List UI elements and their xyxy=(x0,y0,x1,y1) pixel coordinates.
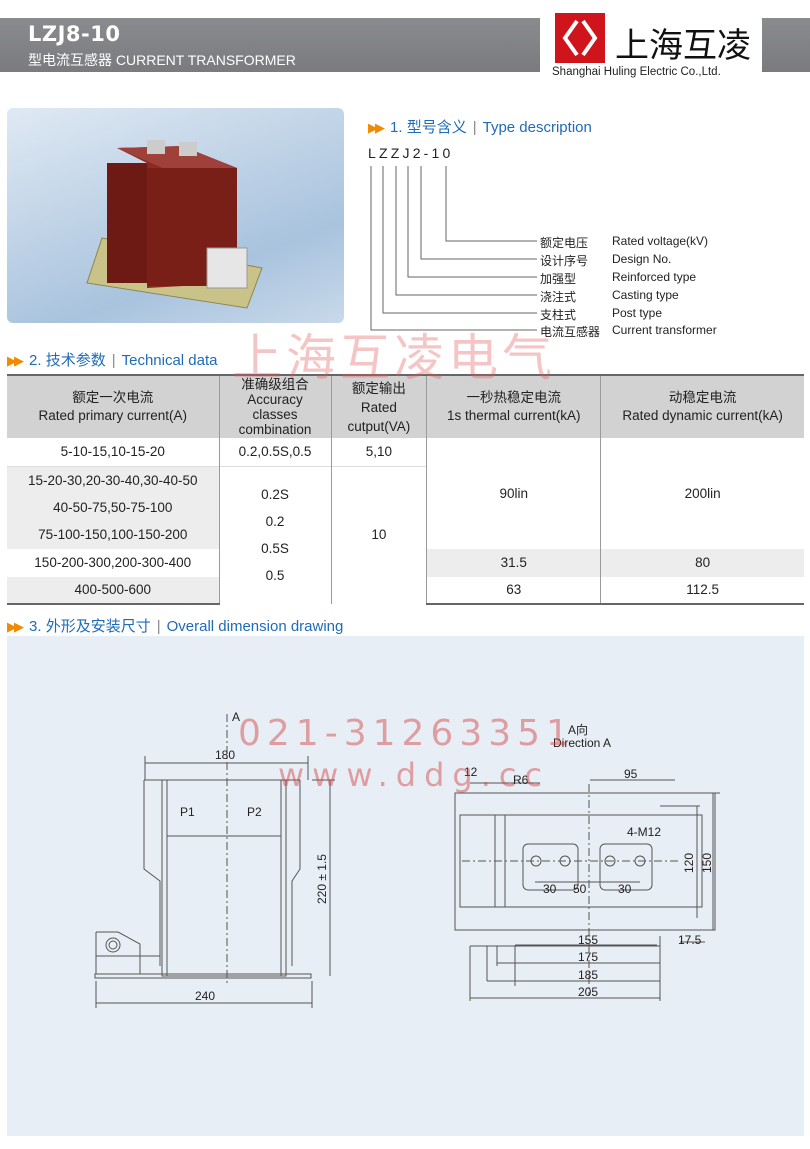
type-item-cn: 额定电压 xyxy=(540,236,589,250)
dim-label: 95 xyxy=(624,767,638,781)
type-item-en: Current transformer xyxy=(612,323,717,337)
dimension-drawing: A 180 P1 P2 240 220 ± 1.5 A向 Direction A… xyxy=(94,710,720,1008)
type-item-en: Design No. xyxy=(612,252,672,266)
section-cn: 技术参数 xyxy=(45,352,106,369)
dim-label: 120 xyxy=(682,853,696,873)
section-en: Technical data xyxy=(121,352,218,369)
section-en: Overall dimension drawing xyxy=(166,618,344,635)
dim-label: 30 xyxy=(618,882,632,896)
dim-label: 175 xyxy=(578,950,598,964)
type-item-cn: 加强型 xyxy=(540,272,577,286)
watermark-web: www.ddg.cc xyxy=(278,756,551,794)
dim-label: A向 xyxy=(568,722,588,737)
logo-mark-icon xyxy=(555,13,605,63)
type-item-en: Casting type xyxy=(612,288,679,302)
section-3-heading: ▶▶3. 外形及安装尺寸|Overall dimension drawing xyxy=(7,618,344,635)
section-cn: 型号含义 xyxy=(406,119,467,136)
type-code: LZZJ2-10 xyxy=(368,145,454,161)
page-subtitle: 型电流互感器 CURRENT TRANSFORMER xyxy=(28,52,296,68)
section-2-heading: ▶▶2. 技术参数|Technical data xyxy=(7,352,218,369)
dim-label: P1 xyxy=(180,805,195,819)
dim-label: 205 xyxy=(578,985,598,999)
page-title: LZJ8-10 xyxy=(28,22,121,46)
type-item-en: Post type xyxy=(612,306,663,320)
dim-label: 220 ± 1.5 xyxy=(315,854,329,904)
table-row: 5-10-15,10-15-20 0.2,0.5S,0.5 5,10 90lin… xyxy=(7,438,804,549)
drawing-area xyxy=(7,636,804,1136)
section-1-heading: ▶▶1. 型号含义|Type description xyxy=(368,119,592,136)
dim-label: 150 xyxy=(700,853,714,873)
section-en: Type description xyxy=(482,119,592,136)
cell: 63 xyxy=(426,577,601,605)
dim-label: 4-M12 xyxy=(627,825,661,839)
dim-label: Direction A xyxy=(553,736,611,750)
section-num: 1. xyxy=(390,119,403,136)
type-item-cn: 支柱式 xyxy=(540,308,577,322)
cell: 150-200-300,200-300-400 xyxy=(34,555,192,570)
type-code-leader-lines xyxy=(370,166,537,331)
double-arrow-icon: ▶▶ xyxy=(368,120,385,135)
dim-label: 155 xyxy=(578,933,598,947)
dim-label: 30 xyxy=(543,882,557,896)
type-item-en: Rated voltage(kV) xyxy=(612,234,709,248)
double-arrow-icon: ▶▶ xyxy=(7,619,24,634)
type-item-cn: 设计序号 xyxy=(540,254,589,268)
cell: 10 xyxy=(330,465,427,604)
cell: 200lin xyxy=(600,438,804,549)
cell: 5-10-15,10-15-20 xyxy=(60,443,165,459)
dim-label: 180 xyxy=(215,748,235,762)
dim-label: 185 xyxy=(578,968,598,982)
cell: 5,10 xyxy=(330,438,427,466)
type-item-cn: 电流互感器 xyxy=(540,325,601,339)
dim-label: R6 xyxy=(513,773,529,787)
cell: 400-500-600 xyxy=(7,577,219,605)
dim-label: 17.5 xyxy=(678,933,702,947)
product-photo xyxy=(7,108,344,323)
cell: 80 xyxy=(600,549,804,577)
section-num: 2. xyxy=(29,352,42,369)
logo-cn: 上海互凌 xyxy=(615,26,751,66)
cell: 0.2,0.5S,0.5 xyxy=(218,438,331,466)
double-arrow-icon: ▶▶ xyxy=(7,353,24,368)
logo-en: Shanghai Huling Electric Co.,Ltd. xyxy=(552,66,721,78)
watermark-phone: 021-31263351 xyxy=(238,713,575,754)
watermark-cn: 上海互凌电气 xyxy=(232,330,556,386)
dim-label: P2 xyxy=(247,805,262,819)
section-cn: 外形及安装尺寸 xyxy=(45,618,151,635)
dim-label: A xyxy=(232,710,240,724)
table-row: 150-200-300,200-300-400 31.5 80 xyxy=(7,549,804,577)
section-num: 3. xyxy=(29,618,42,635)
type-item-en: Reinforced type xyxy=(612,270,697,284)
dim-label: 50 xyxy=(573,882,587,896)
cell: 31.5 xyxy=(426,549,601,577)
cell: 90lin xyxy=(426,438,601,549)
dim-label: 12 xyxy=(464,765,478,779)
table-row: 400-500-600 63 112.5 xyxy=(7,577,804,605)
dim-label: 240 xyxy=(195,989,215,1003)
type-item-cn: 浇注式 xyxy=(540,290,577,304)
cell: 112.5 xyxy=(600,577,804,605)
